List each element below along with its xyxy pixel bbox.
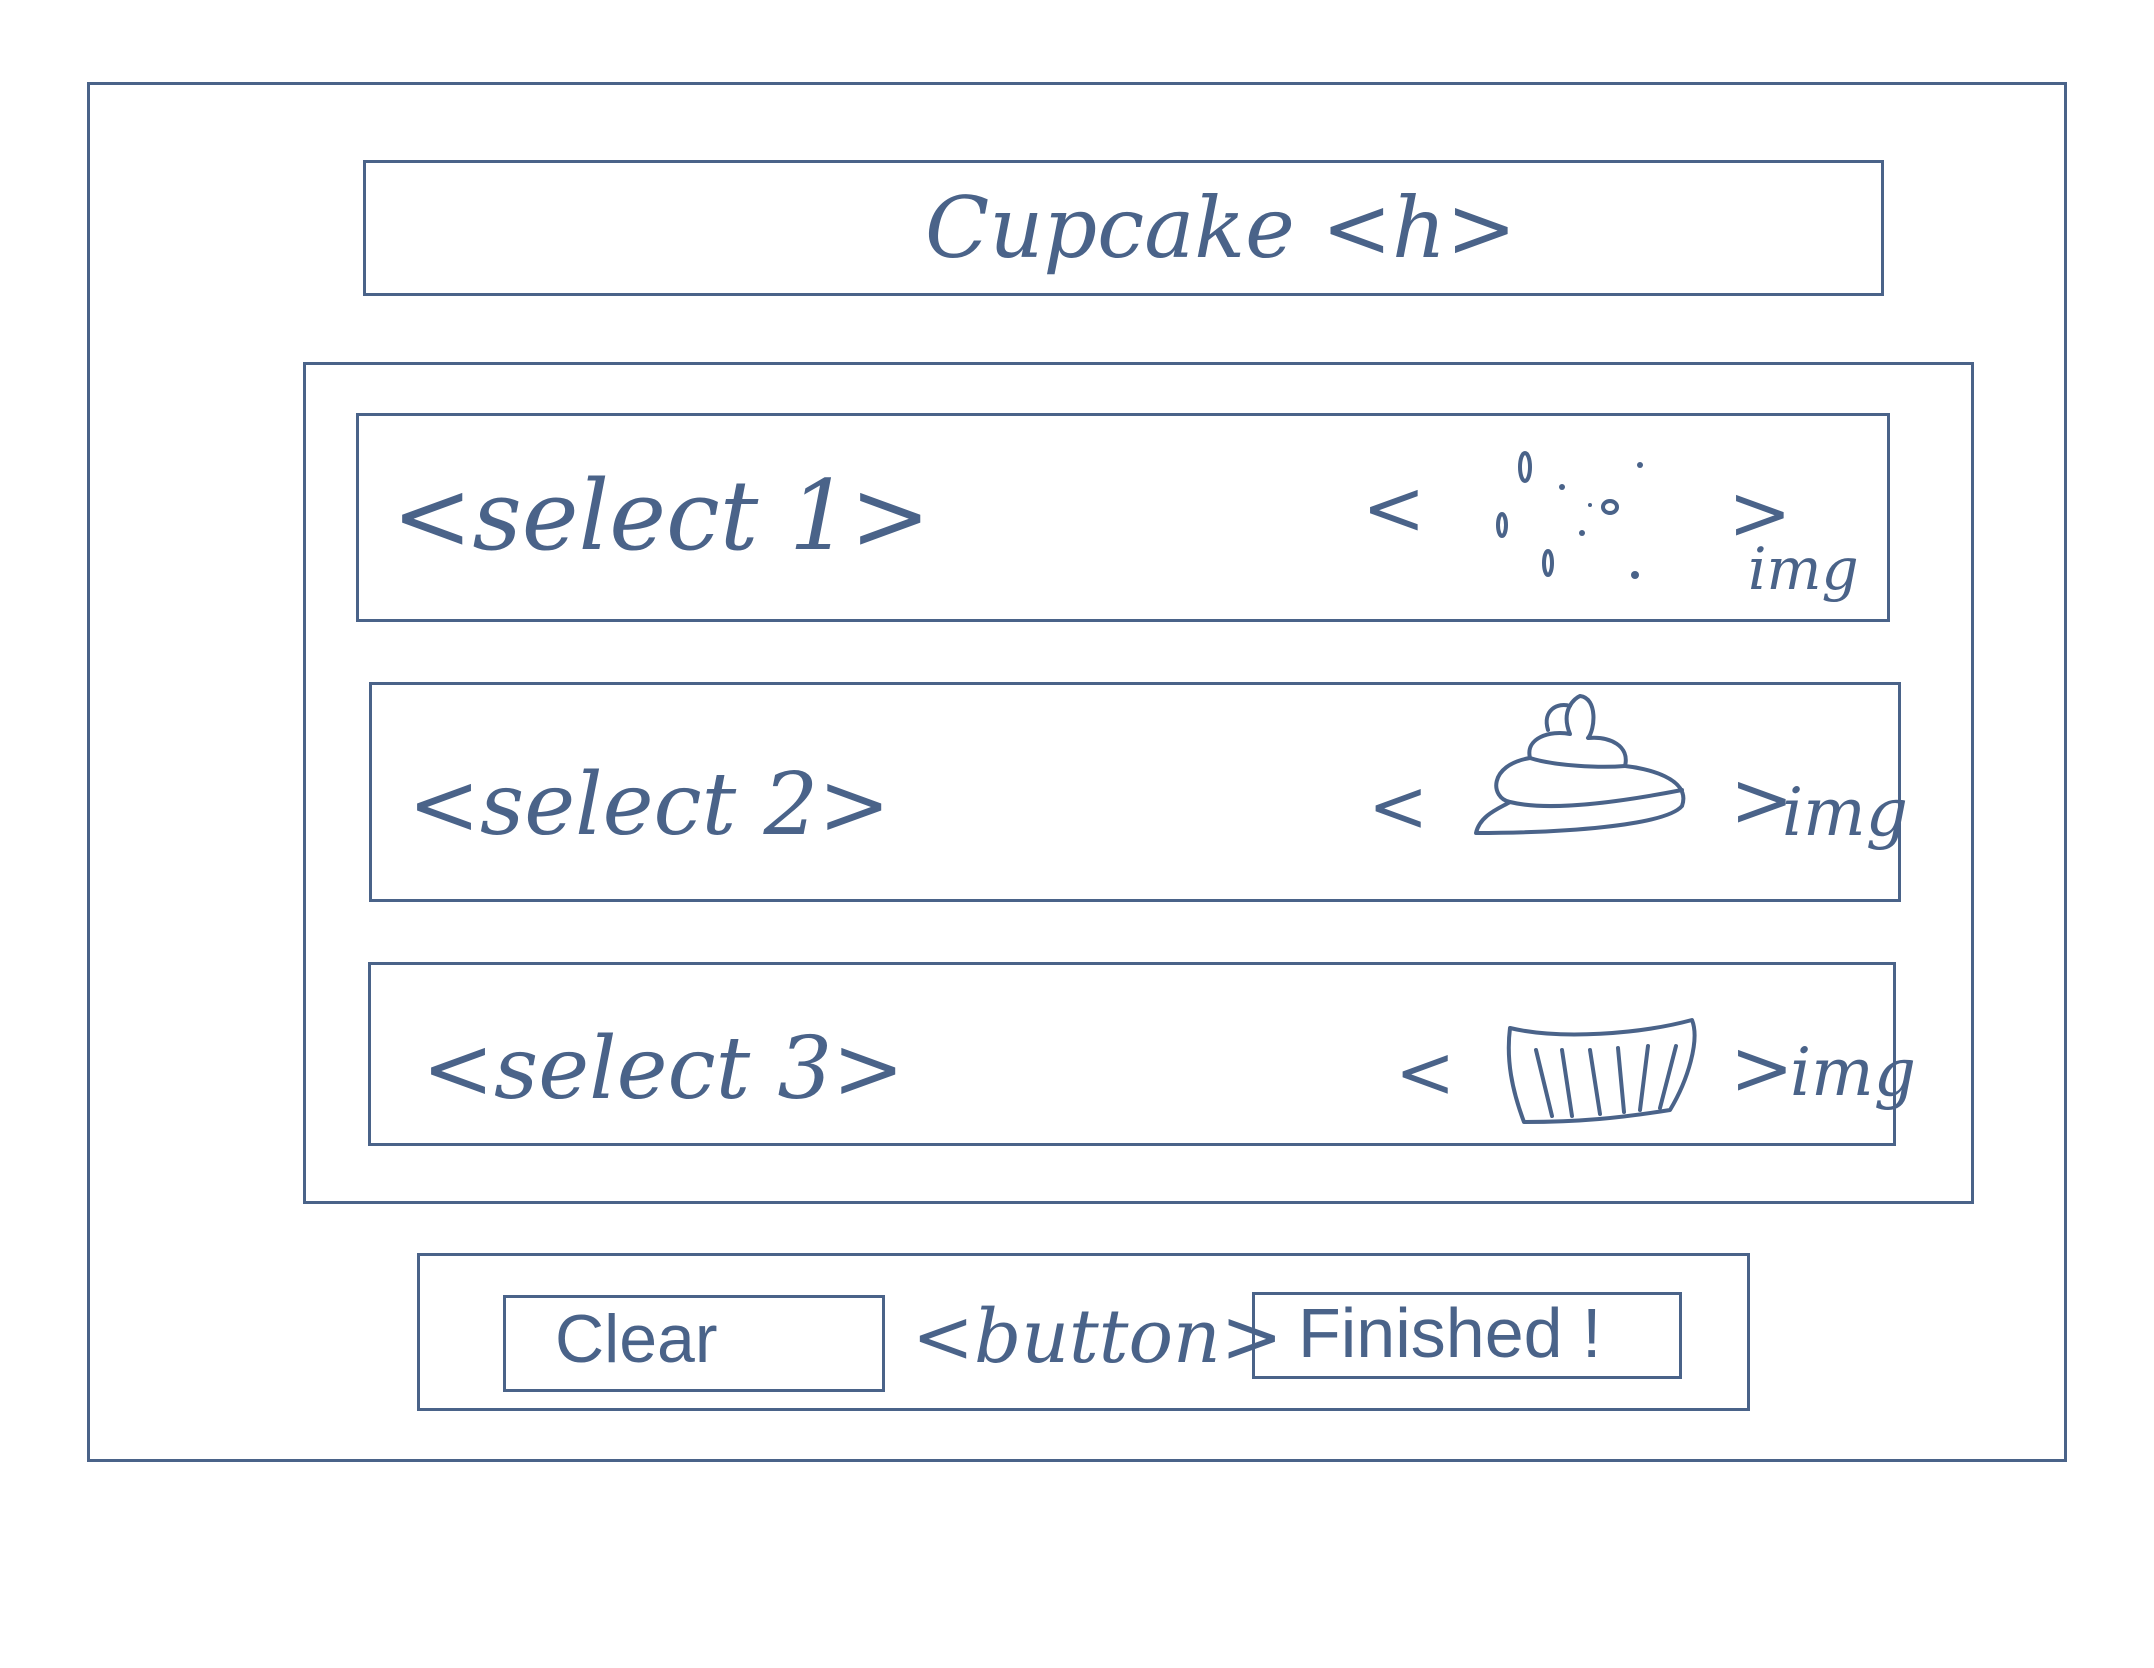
- page-frame: [87, 82, 2067, 1462]
- clear-button[interactable]: [503, 1295, 885, 1392]
- img-1-close-bracket: >: [1728, 468, 1792, 557]
- select-row-1[interactable]: [356, 413, 1890, 622]
- select-3-label: <select 3>: [422, 1019, 905, 1119]
- select-1-label: <select 1>: [392, 460, 931, 572]
- selects-panel: [303, 362, 1974, 1204]
- finished-button-label: Finished !: [1298, 1294, 1602, 1372]
- page-title: Cupcake <h>: [925, 179, 1517, 277]
- img-2-close-bracket: >: [1730, 755, 1794, 844]
- cupcake-liner-icon: [1506, 1018, 1697, 1124]
- header-box: [363, 160, 1884, 296]
- img-1-open-bracket: <: [1362, 463, 1426, 552]
- frosting-icon: [1474, 694, 1686, 835]
- img-3-label: img: [1790, 1034, 1916, 1111]
- select-2-label: <select 2>: [408, 755, 891, 855]
- select-row-2[interactable]: [369, 682, 1901, 902]
- finished-button[interactable]: [1252, 1292, 1682, 1379]
- img-2-open-bracket: <: [1368, 764, 1429, 848]
- img-1-label: img: [1748, 535, 1859, 603]
- img-3-close-bracket: >: [1730, 1023, 1794, 1112]
- select-row-3[interactable]: [368, 962, 1896, 1146]
- button-group: [417, 1253, 1750, 1411]
- clear-button-label: Clear: [555, 1301, 718, 1377]
- img-3-open-bracket: <: [1395, 1030, 1456, 1114]
- button-group-label: <button>: [912, 1294, 1283, 1380]
- sprinkles-icon: [1496, 451, 1643, 579]
- img-2-label: img: [1782, 774, 1908, 851]
